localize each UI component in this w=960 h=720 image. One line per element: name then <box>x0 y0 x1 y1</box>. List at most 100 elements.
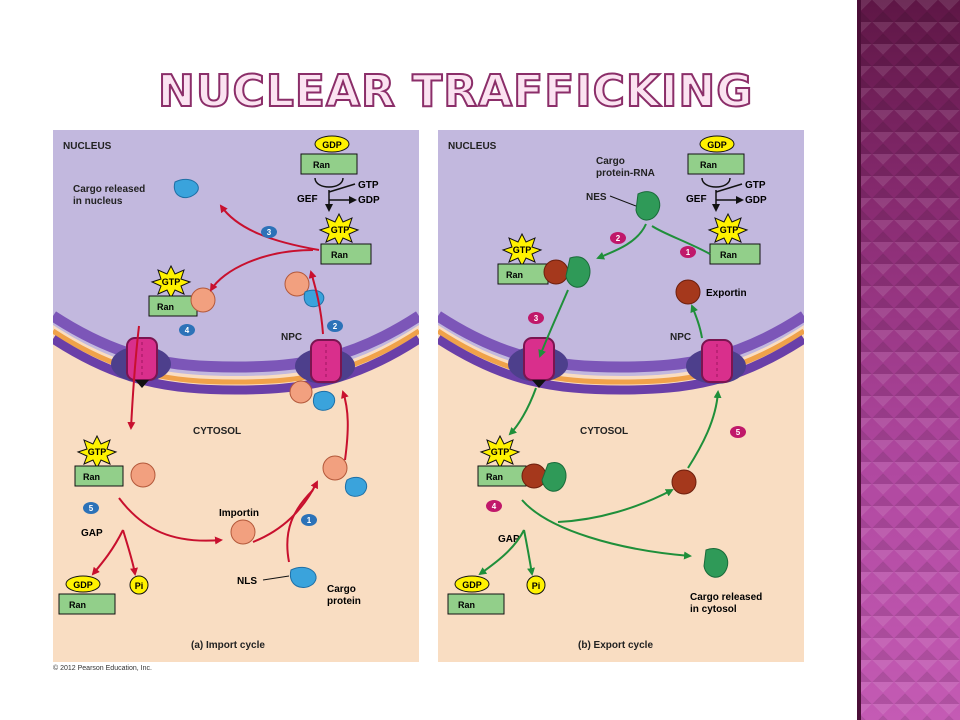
gef-gdp-label: GDP <box>745 195 767 206</box>
svg-text:1: 1 <box>307 516 312 525</box>
ran-gtp-nucleus: GTP Ran <box>707 212 761 265</box>
step-marker-5: 5 <box>83 502 99 514</box>
npc-label: NPC <box>670 332 691 343</box>
gtp-label: GTP <box>88 447 107 457</box>
pi-label: Pi <box>135 581 144 591</box>
exportin-label: Exportin <box>706 288 747 299</box>
importin-free <box>230 519 256 545</box>
nucleus-region <box>438 130 804 376</box>
pi-label: Pi <box>532 581 541 591</box>
ran-gtp-exportin-cargo-nucleus: GTP Ran <box>497 232 591 288</box>
svg-text:4: 4 <box>492 502 497 511</box>
step-marker-3: 3 <box>261 226 277 238</box>
npc-right <box>686 339 746 384</box>
npc-label: NPC <box>281 332 302 343</box>
pi-phosphate: Pi <box>526 575 546 595</box>
import-caption: (a) Import cycle <box>191 640 265 651</box>
gtp-label: GTP <box>162 277 181 287</box>
ran-label: Ran <box>157 302 174 312</box>
nls-label: NLS <box>237 576 257 587</box>
nuclear-envelope <box>438 311 804 395</box>
gdp-label: GDP <box>462 580 482 590</box>
cargo-protein-label-line1: Cargo <box>327 584 356 595</box>
ran-label: Ran <box>331 250 348 260</box>
svg-text:4: 4 <box>185 326 190 335</box>
decorative-side-band <box>857 0 960 720</box>
cargo-released-cytosol <box>703 548 729 578</box>
gtp-label: GTP <box>720 225 739 235</box>
ran-label: Ran <box>458 600 475 610</box>
gef-label: GEF <box>297 194 318 205</box>
gdp-label: GDP <box>73 580 93 590</box>
gap-label: GAP <box>498 534 520 545</box>
svg-text:5: 5 <box>736 428 741 437</box>
slide-title: NUCLEAR TRAFFICKING <box>157 66 754 117</box>
importin-label: Importin <box>219 508 259 519</box>
ran-label: Ran <box>486 472 503 482</box>
nucleus-region <box>53 130 419 376</box>
cargo-in-nucleus <box>173 178 199 198</box>
nucleus-label: NUCLEUS <box>448 141 497 152</box>
copyright-notice: © 2012 Pearson Education, Inc. <box>53 665 152 672</box>
exportin-cytosol <box>671 469 697 495</box>
npc-right <box>295 339 355 384</box>
import-cycle-panel: NUCLEUS CYTOSOL NPC Cargo released in nu… <box>53 130 419 662</box>
step-marker-1: 1 <box>680 246 696 258</box>
step-marker-1: 1 <box>301 514 317 526</box>
nls-pointer <box>262 575 290 581</box>
importin-cargo-cytosol <box>322 455 368 497</box>
cargo-released-label-line2: in nucleus <box>73 196 123 207</box>
nucleus-label: NUCLEUS <box>63 141 112 152</box>
exportin-nucleus <box>675 279 701 305</box>
ran-label: Ran <box>83 472 100 482</box>
ran-gdp-bottom: GDP Ran <box>58 575 116 615</box>
export-cycle-panel: NUCLEUS CYTOSOL NPC Cargo protein-RNA NE… <box>438 130 804 662</box>
cargo-rna-nucleus <box>635 191 661 221</box>
export-arrows <box>478 223 722 576</box>
ran-gdp-bottom: GDP Ran <box>447 575 505 615</box>
cytosol-label: CYTOSOL <box>193 426 241 437</box>
gef-label: GEF <box>686 194 707 205</box>
svg-text:2: 2 <box>333 322 338 331</box>
cargo-released-label-line2: in cytosol <box>690 604 737 615</box>
export-caption: (b) Export cycle <box>578 640 653 651</box>
ran-label: Ran <box>700 160 717 170</box>
step-marker-2: 2 <box>610 232 626 244</box>
gtp-label: GTP <box>513 245 532 255</box>
gtp-label: GTP <box>491 447 510 457</box>
ran-label: Ran <box>506 270 523 280</box>
svg-text:1: 1 <box>686 248 691 257</box>
gap-label: GAP <box>81 528 103 539</box>
pi-phosphate: Pi <box>129 575 149 595</box>
svg-text:3: 3 <box>534 314 539 323</box>
svg-text:5: 5 <box>89 504 94 513</box>
ran-gtp-importin-complex: GTP Ran <box>148 264 216 317</box>
svg-text:3: 3 <box>267 228 272 237</box>
cargo-protein <box>289 566 317 588</box>
cargo-rna-label-line1: Cargo <box>596 156 625 167</box>
gdp-label: GDP <box>707 140 727 150</box>
ran-gtp-nucleus: GTP Ran <box>318 212 372 265</box>
npc-left <box>111 337 171 388</box>
ran-gtp-importin-cytosol: GTP Ran <box>74 434 156 488</box>
step-marker-5: 5 <box>730 426 746 438</box>
ran-label: Ran <box>69 600 86 610</box>
cargo-protein-label-line2: protein <box>327 596 361 607</box>
importin-cargo-npc <box>289 380 336 411</box>
import-arrows <box>91 204 349 576</box>
npc-left <box>508 337 568 388</box>
step-marker-4: 4 <box>486 500 502 512</box>
step-marker-3: 3 <box>528 312 544 324</box>
gef-gdp-label: GDP <box>358 195 380 206</box>
nuclear-envelope <box>53 311 419 395</box>
gtp-label: GTP <box>331 225 350 235</box>
ran-label: Ran <box>313 160 330 170</box>
ran-gtp-exportin-cargo-cytosol: GTP Ran <box>477 434 567 492</box>
step-marker-4: 4 <box>179 324 195 336</box>
cargo-rna-label-line2: protein-RNA <box>596 168 655 179</box>
cargo-released-label-line1: Cargo released <box>73 184 145 195</box>
ran-label: Ran <box>720 250 737 260</box>
step-marker-2: 2 <box>327 320 343 332</box>
gef-gtp-label: GTP <box>358 180 379 191</box>
ran-gdp-top: GDP Ran <box>687 135 745 175</box>
